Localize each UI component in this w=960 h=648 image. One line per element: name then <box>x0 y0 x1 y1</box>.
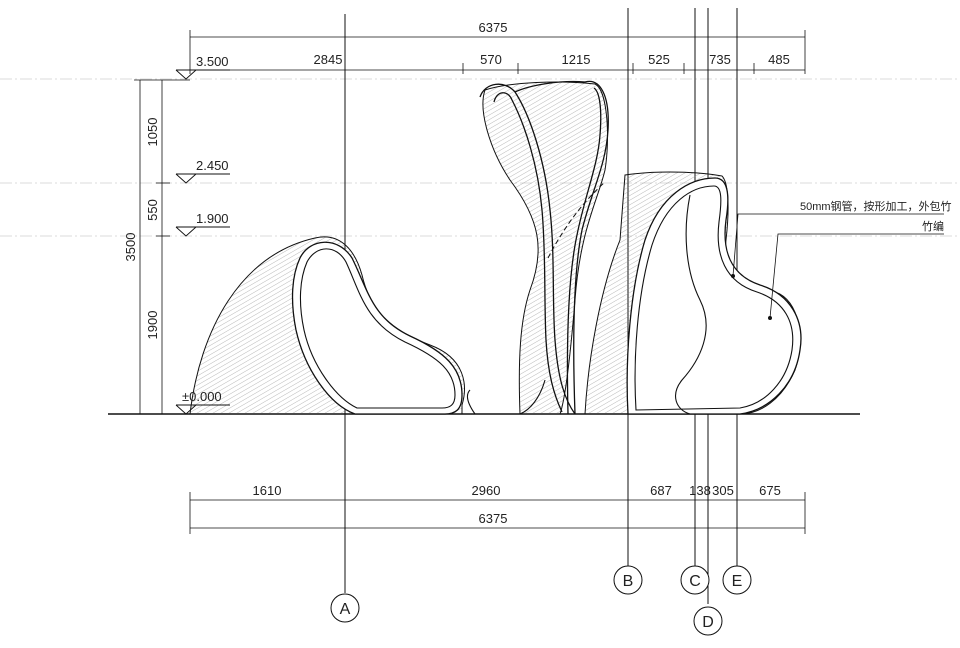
dim-bottom-3: 687 <box>650 483 672 498</box>
annotation-line-1: 50mm钢管，按形加工，外包竹 <box>800 199 952 213</box>
annotation-line-2: 竹编 <box>922 219 944 233</box>
dim-top-5: 735 <box>709 52 731 67</box>
level-markers <box>175 69 230 415</box>
middle-form-body <box>482 81 609 415</box>
dim-bottom-overall: 6375 <box>479 511 508 526</box>
dim-left-1: 1050 <box>145 118 160 147</box>
dim-top-overall: 6375 <box>479 20 508 35</box>
axis-label-d: D <box>702 614 714 631</box>
dim-bottom-1: 1610 <box>253 483 282 498</box>
dim-bottom-6: 675 <box>759 483 781 498</box>
axis-label-e: E <box>732 573 743 590</box>
middle-form-tube <box>479 83 576 415</box>
level-3500: 3.500 <box>196 54 229 69</box>
dim-bottom-5: 305 <box>712 483 734 498</box>
axis-label-b: B <box>623 573 634 590</box>
axis-bubbles <box>330 565 752 636</box>
dim-top-6: 485 <box>768 52 790 67</box>
dim-top-1: 2845 <box>314 52 343 67</box>
axis-label-a: A <box>340 601 351 618</box>
dim-top-3: 1215 <box>562 52 591 67</box>
level-1900: 1.900 <box>196 211 229 226</box>
dim-left-2: 550 <box>145 199 160 221</box>
level-0000: ±0.000 <box>182 389 222 404</box>
right-form-tube <box>626 177 802 415</box>
dim-left-overall: 3500 <box>123 233 138 262</box>
bottom-dimensions <box>189 492 806 534</box>
axis-label-c: C <box>689 573 701 590</box>
annotation-leader <box>731 213 944 320</box>
left-form-tube <box>291 241 463 415</box>
dim-top-4: 525 <box>648 52 670 67</box>
dim-top-2: 570 <box>480 52 502 67</box>
sculpture <box>189 80 802 415</box>
dim-left-3: 1900 <box>145 311 160 340</box>
left-dimensions <box>134 79 190 415</box>
dim-bottom-2: 2960 <box>472 483 501 498</box>
dim-bottom-4: 138 <box>689 483 711 498</box>
top-dimensions <box>189 30 806 74</box>
level-2450: 2.450 <box>196 158 229 173</box>
